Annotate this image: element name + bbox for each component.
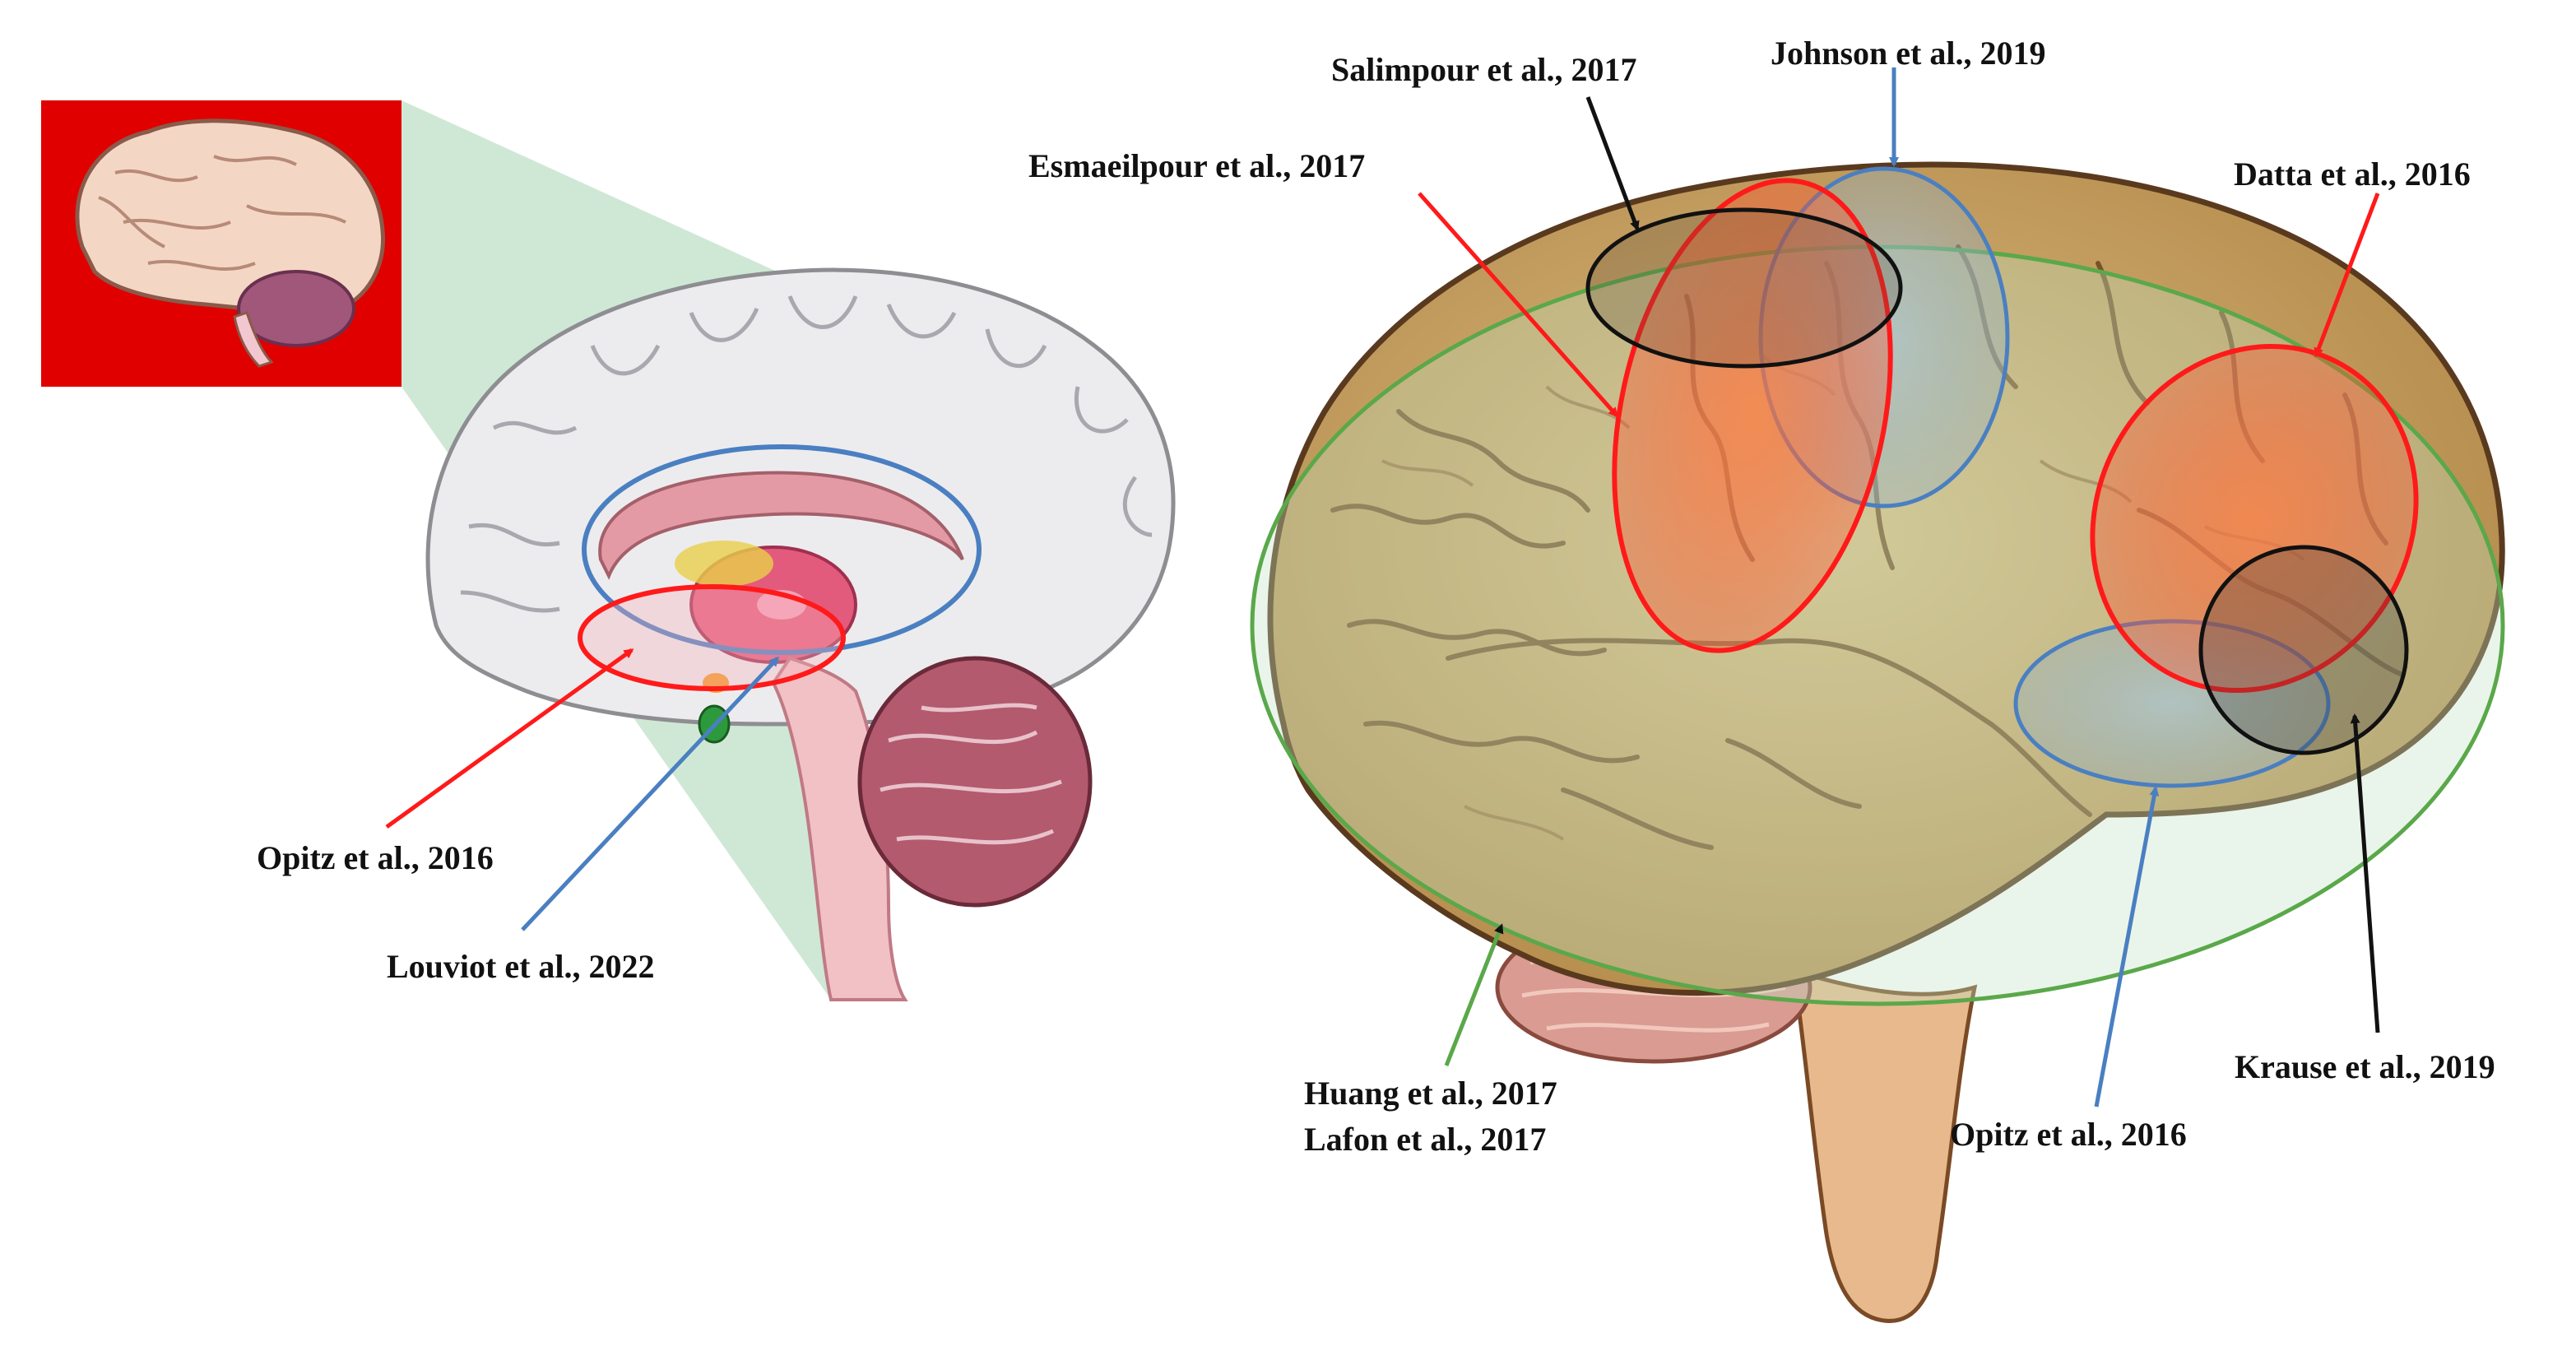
krause-ellipse bbox=[2198, 545, 2409, 755]
inset-brain-thumbnail bbox=[41, 100, 401, 387]
johnson-label: Johnson et al., 2019 bbox=[1771, 35, 2046, 72]
esmaeilpour-label: Esmaeilpour et al., 2017 bbox=[1028, 147, 1365, 184]
left-panel: Opitz et al., 2016 Louviot et al., 2022 bbox=[41, 100, 1176, 1001]
salimpour-ellipse bbox=[1585, 207, 1903, 369]
datta-label: Datta et al., 2016 bbox=[2234, 156, 2471, 193]
louviot-arrow bbox=[521, 656, 780, 931]
salimpour-arrow bbox=[1585, 96, 1640, 231]
krause-arrow bbox=[2350, 713, 2380, 1033]
opitz-right-arrow bbox=[2094, 786, 2160, 1108]
louviot-ellipse bbox=[582, 444, 982, 655]
salimpour-label: Salimpour et al., 2017 bbox=[1331, 51, 1637, 88]
huang-arrow bbox=[1444, 923, 1504, 1066]
sagittal-brain-section bbox=[425, 267, 1176, 1001]
krause-label: Krause et al., 2019 bbox=[2235, 1048, 2495, 1085]
right-panel: Salimpour et al., 2017 Johnson et al., 2… bbox=[1028, 35, 2505, 1323]
esmaeilpour-arrow bbox=[1418, 192, 1618, 418]
datta-arrow bbox=[2314, 193, 2380, 358]
brainstem bbox=[1790, 968, 1978, 1323]
opitz-left-arrow bbox=[385, 648, 634, 829]
esmaeilpour-ellipse bbox=[1612, 178, 1893, 653]
huang-label: Huang et al., 2017 bbox=[1304, 1075, 1557, 1112]
opitz-left-ellipse bbox=[578, 584, 846, 691]
louviot-label: Louviot et al., 2022 bbox=[387, 948, 655, 985]
opitz-left-label: Opitz et al., 2016 bbox=[257, 839, 494, 876]
opitz-right-label: Opitz et al., 2016 bbox=[1950, 1116, 2187, 1153]
lafon-label: Lafon et al., 2017 bbox=[1304, 1121, 1546, 1158]
